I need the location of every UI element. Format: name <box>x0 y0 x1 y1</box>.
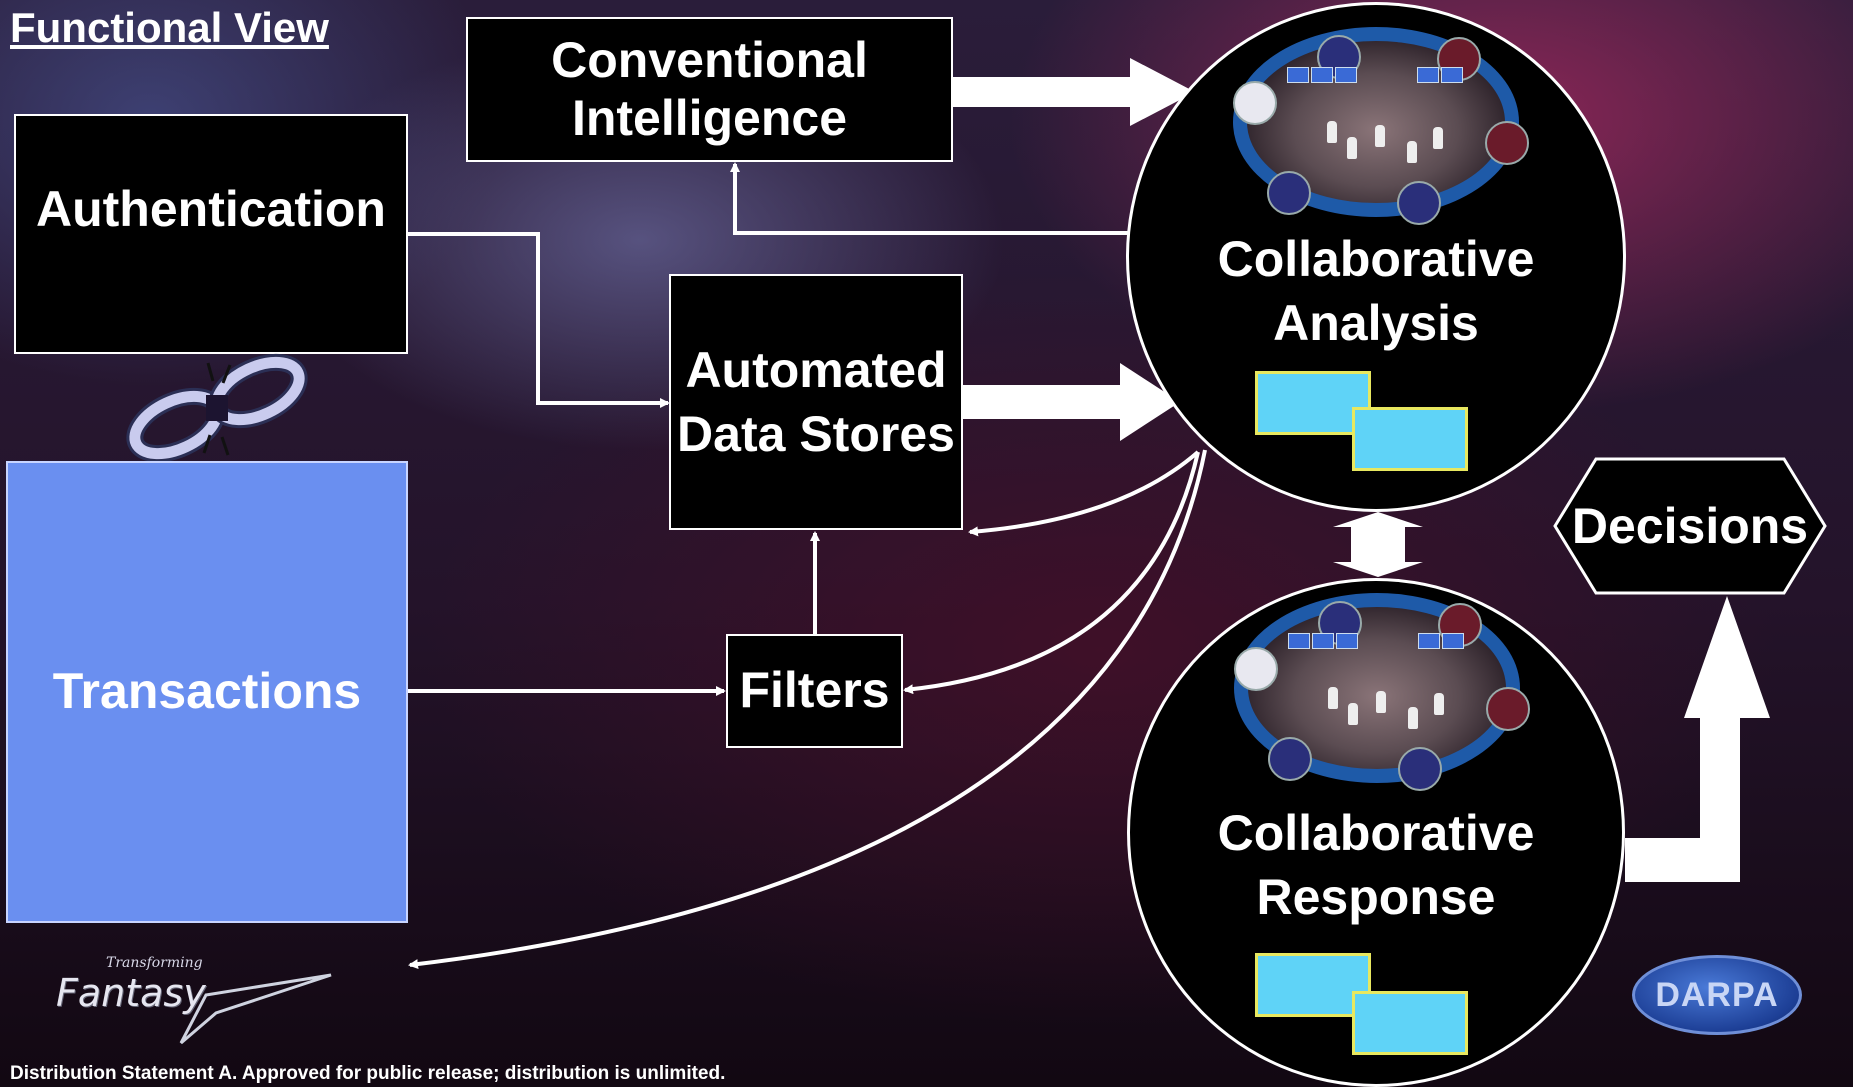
window-icon-front <box>1352 991 1468 1055</box>
decisions-hexagon <box>1553 457 1827 595</box>
automated-data-stores-label: Automated Data Stores <box>677 342 955 462</box>
collaboration-room-illustration <box>1234 593 1530 791</box>
curve-analysis-to-filters <box>903 451 1200 695</box>
logo-swoosh-icon <box>179 973 332 1045</box>
collaborative-response-label: Collaborative Response <box>1217 805 1535 925</box>
darpa-logo: DARPA <box>1632 955 1802 1035</box>
collaborative-analysis-circle: Collaborative Analysis <box>1126 2 1626 512</box>
transactions-label: Transactions <box>52 663 362 720</box>
curve-analysis-to-transactions <box>408 449 1207 970</box>
automated-data-stores-box: Automated Data Stores <box>669 274 963 530</box>
arrow-analysis-to-intelligence <box>730 162 1130 235</box>
filters-label: Filters <box>739 662 890 719</box>
conventional-intelligence-label: Conventional Intelligence <box>551 32 868 146</box>
collaborative-analysis-label: Collaborative Analysis <box>1217 231 1535 351</box>
filters-box: Filters <box>726 634 903 748</box>
window-icon-front <box>1352 407 1468 471</box>
window-icon-back <box>1255 371 1371 435</box>
distribution-statement: Distribution Statement A. Approved for p… <box>10 1063 726 1084</box>
logo-main-text: Fantasy <box>56 971 206 1015</box>
broken-chain-icon <box>126 353 308 463</box>
page-title: Functional View <box>10 4 329 51</box>
double-arrow-analysis-response <box>1333 512 1423 577</box>
collaborative-response-circle: Collaborative Response <box>1127 578 1625 1087</box>
transactions-box: Transactions <box>6 461 408 923</box>
arrow-auth-to-datastores <box>408 232 670 408</box>
collaboration-room-illustration <box>1233 27 1529 225</box>
authentication-box: Authentication <box>14 114 408 354</box>
big-arrow-datastores-to-analysis <box>952 363 1180 441</box>
authentication-label: Authentication <box>36 181 386 237</box>
logo-small-text: Transforming <box>106 955 203 971</box>
window-icon-back <box>1255 953 1371 1017</box>
big-arrow-intelligence-to-analysis <box>953 58 1195 126</box>
transforming-fantasy-logo: Transforming Fantasy <box>56 955 336 1047</box>
decisions-label: Decisions <box>1571 498 1809 554</box>
curve-analysis-to-datastores <box>968 450 1200 537</box>
conventional-intelligence-box: Conventional Intelligence <box>466 17 953 162</box>
darpa-logo-text: DARPA <box>1655 975 1779 1014</box>
big-arrow-response-to-decisions <box>1625 596 1770 882</box>
